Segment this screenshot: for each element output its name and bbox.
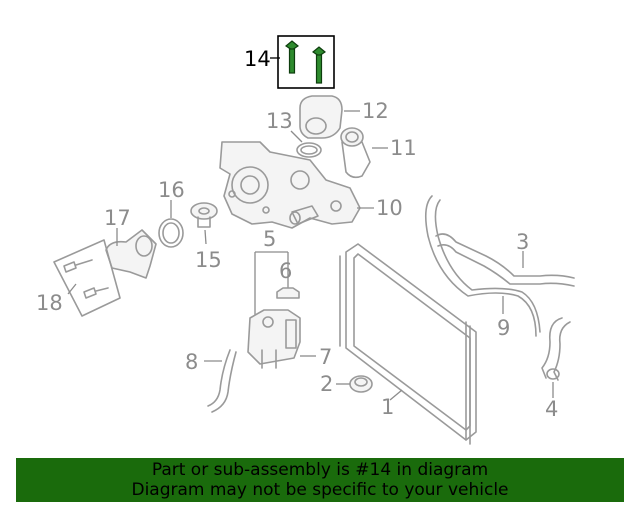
callout-11: 11 xyxy=(390,136,417,160)
callout-1: 1 xyxy=(381,395,394,419)
callout-8: 8 xyxy=(185,350,198,374)
part-4-lower-hose[interactable] xyxy=(541,317,571,398)
callout-15: 15 xyxy=(195,248,222,272)
part-12-housing-cover[interactable] xyxy=(299,95,360,139)
callout-17: 17 xyxy=(104,206,131,230)
callout-3: 3 xyxy=(516,230,529,254)
callout-9: 9 xyxy=(497,316,510,340)
callout-18: 18 xyxy=(36,291,63,315)
part-2-radiator-cap[interactable] xyxy=(336,375,373,393)
part-6-reservoir-cap[interactable] xyxy=(276,287,300,299)
part-13-o-ring[interactable] xyxy=(290,130,322,158)
callout-13: 13 xyxy=(266,109,293,133)
part-7-reservoir-tank[interactable] xyxy=(247,309,316,369)
part-9-hose[interactable] xyxy=(424,195,541,337)
part-11-water-outlet[interactable] xyxy=(340,127,388,179)
callout-4: 4 xyxy=(545,397,558,421)
banner-line-2: Diagram may not be specific to your vehi… xyxy=(131,480,509,500)
callout-5: 5 xyxy=(263,227,276,251)
banner-line-1: Part or sub-assembly is #14 in diagram xyxy=(151,460,489,480)
part-15-thermostat[interactable] xyxy=(190,202,218,245)
part-16-gasket[interactable] xyxy=(158,200,184,248)
disclaimer-banner: Part or sub-assembly is #14 in diagram D… xyxy=(16,458,624,502)
part-3-upper-hose[interactable] xyxy=(435,233,575,287)
callout-14: 14 xyxy=(244,47,271,71)
callout-6: 6 xyxy=(279,259,292,283)
part-17-inlet-housing[interactable] xyxy=(105,228,157,279)
callout-12: 12 xyxy=(362,99,389,123)
part-1-radiator[interactable] xyxy=(339,243,477,445)
part-5-reservoir-assembly[interactable] xyxy=(254,251,289,315)
part-10-pump-housing[interactable] xyxy=(219,141,374,229)
callout-16: 16 xyxy=(158,178,185,202)
callout-7: 7 xyxy=(319,345,332,369)
part-8-hose[interactable] xyxy=(204,349,237,413)
callout-10: 10 xyxy=(376,196,403,220)
part-18-bolt-kit[interactable] xyxy=(53,239,121,317)
part-14-bolts[interactable] xyxy=(270,35,335,89)
callout-2: 2 xyxy=(320,372,333,396)
